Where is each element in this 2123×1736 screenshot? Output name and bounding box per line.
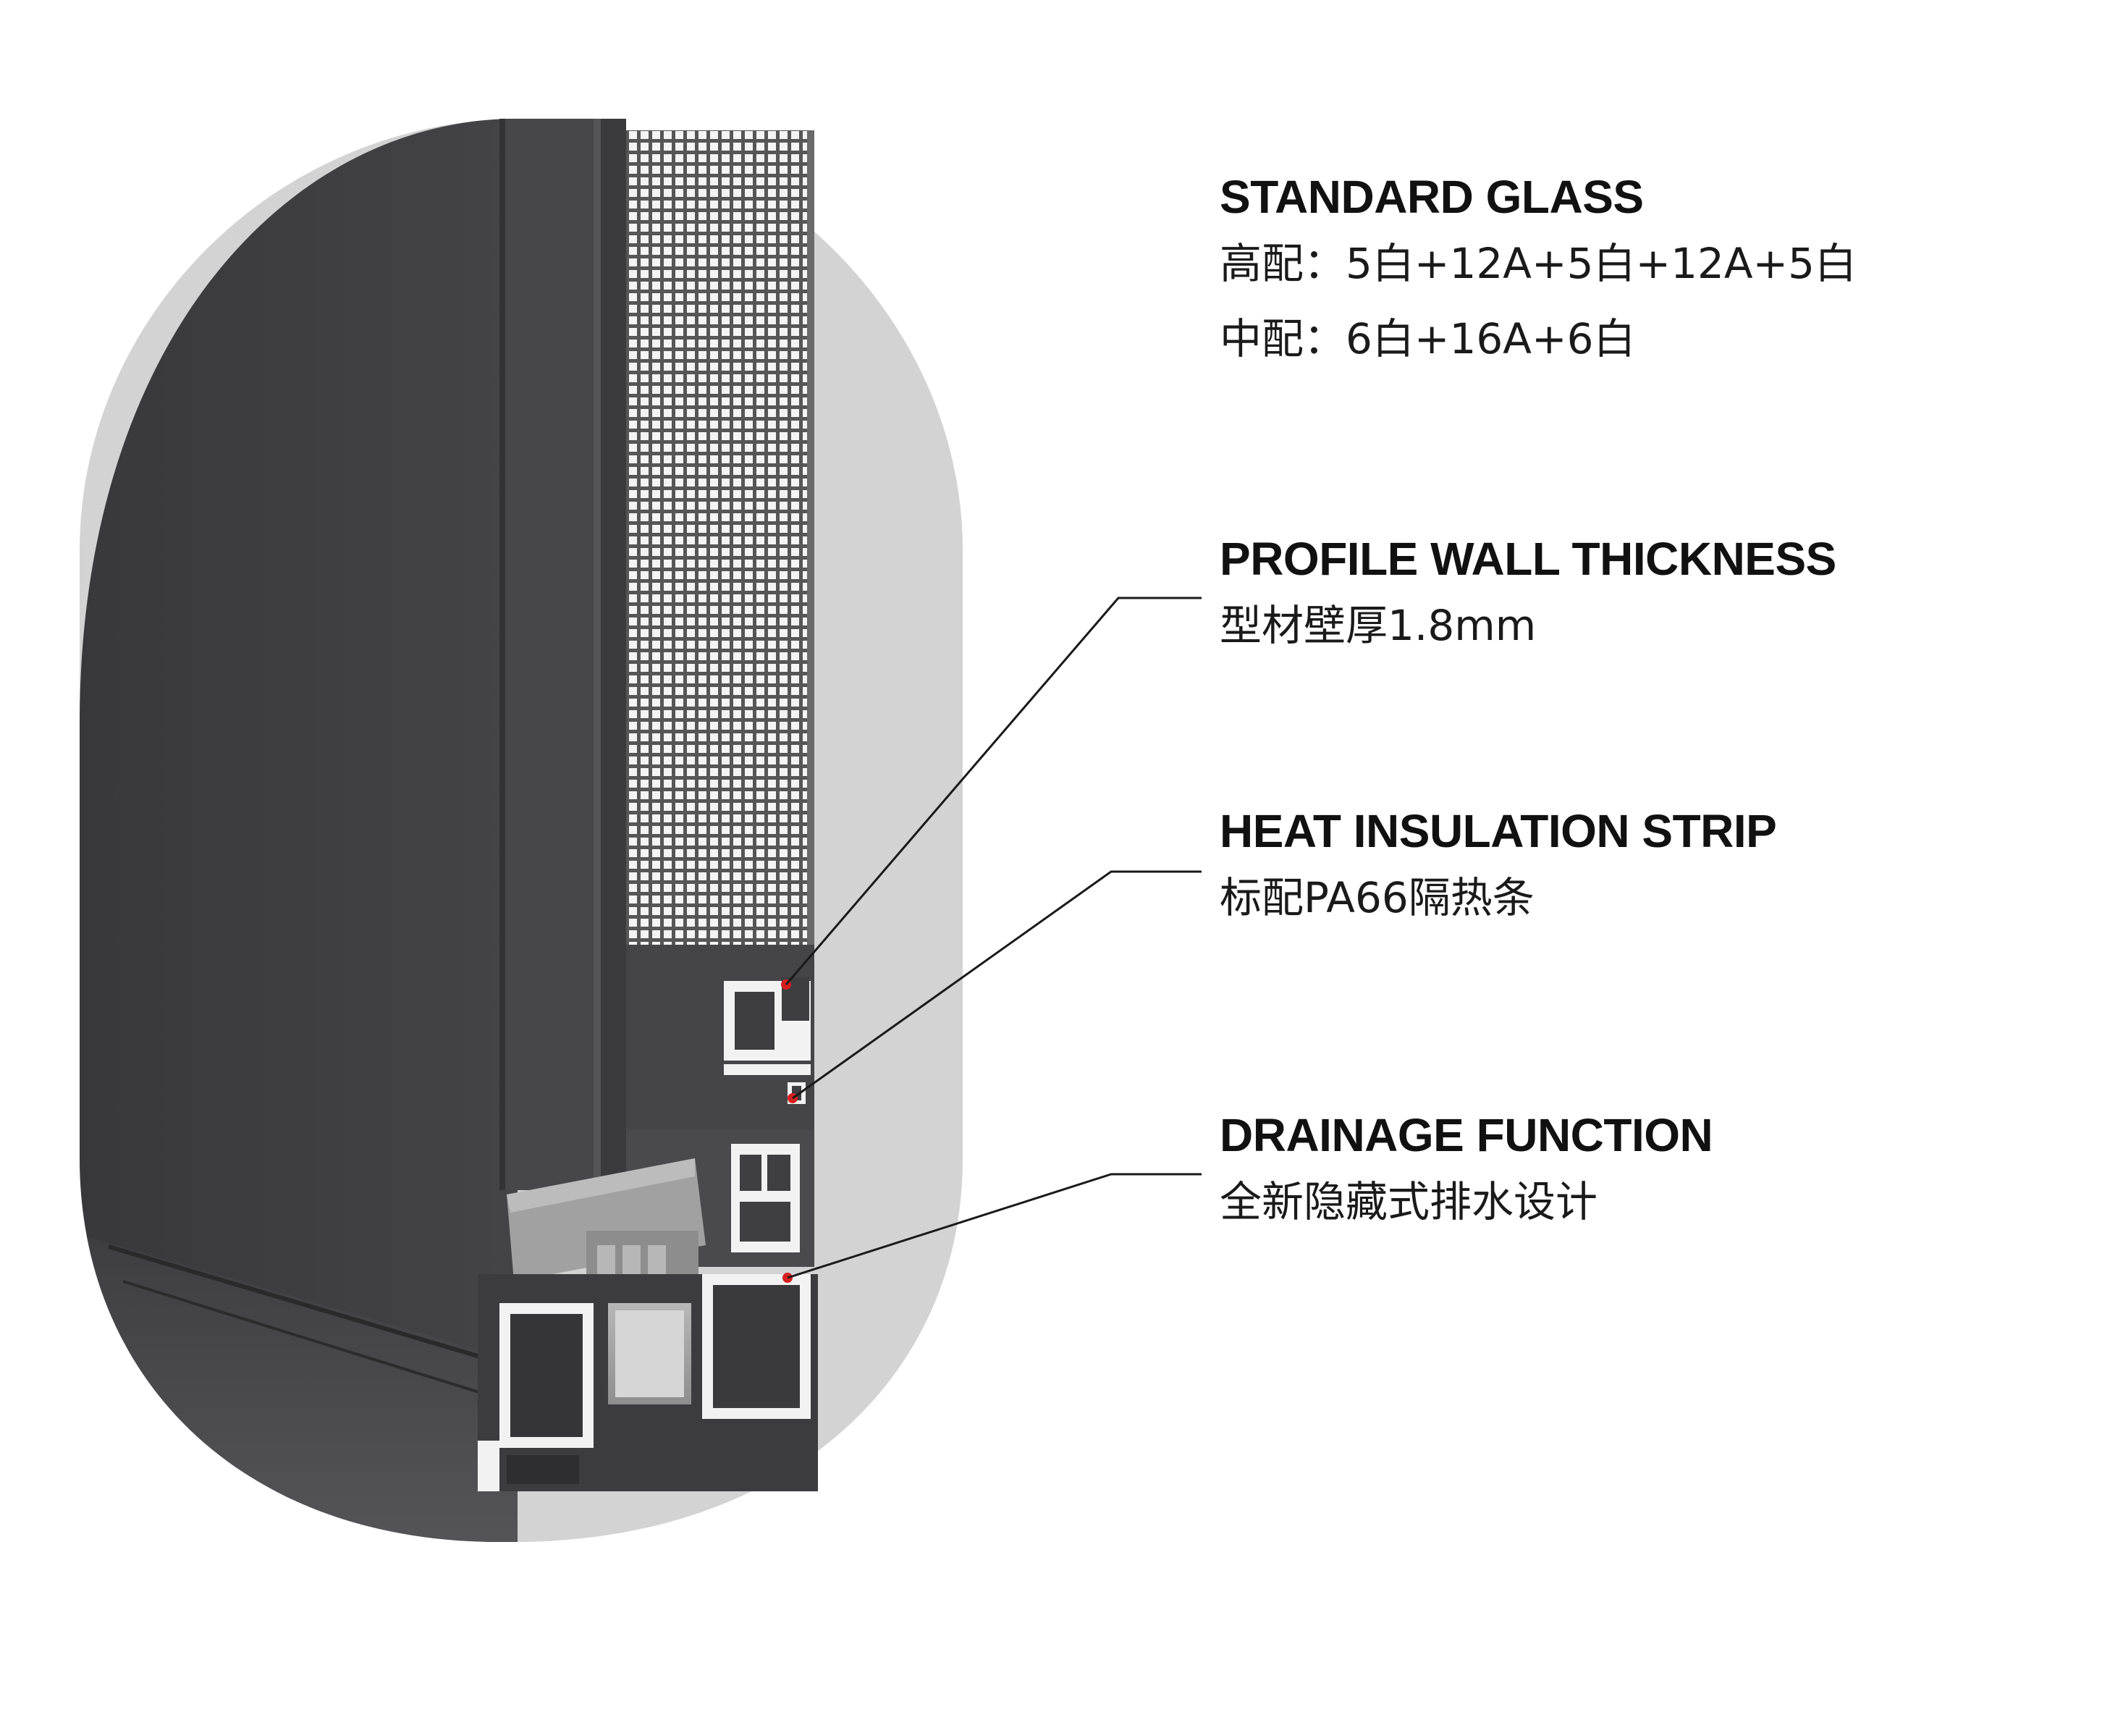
callout-detail-mid: 中配：6白+16A+6白 <box>1220 314 1636 363</box>
callout-profile-wall-thickness: PROFILE WALL THICKNESS 型材壁厚1.8mm <box>1220 530 2088 663</box>
callout-title: HEAT INSULATION STRIP <box>1220 805 1777 857</box>
sill-edge <box>108 1244 507 1367</box>
sill-lower-edge <box>122 1280 507 1402</box>
callout-detail: 标配PA66隔热条 <box>1220 873 1535 922</box>
callout-heat-insulation-strip: HEAT INSULATION STRIP 标配PA66隔热条 <box>1220 802 2088 935</box>
callout-detail: 全新隐藏式排水设计 <box>1220 1177 1598 1226</box>
insulation-strip <box>507 1158 706 1318</box>
callout-detail-high: 高配：5白+12A+5白+12A+5白 <box>1220 239 1857 288</box>
callout-drainage-function: DRAINAGE FUNCTION 全新隐藏式排水设计 <box>1220 1106 2088 1239</box>
frame-column-inner <box>601 119 626 1190</box>
callout-title: STANDARD GLASS <box>1220 171 1644 223</box>
leader-drainage <box>787 1173 1202 1279</box>
frame-column-edge <box>499 119 505 1190</box>
leader-heat-strip <box>792 870 1202 1100</box>
callout-standard-glass: STANDARD GLASS 高配：5白+12A+5白+12A+5白 中配：6白… <box>1220 168 2088 376</box>
callout-title: DRAINAGE FUNCTION <box>1220 1109 1713 1161</box>
callout-title: PROFILE WALL THICKNESS <box>1220 533 1836 585</box>
glass-edge <box>807 130 814 948</box>
frame-column-highlight <box>594 119 601 1190</box>
callout-detail: 型材壁厚1.8mm <box>1220 601 1537 650</box>
leader-wall-thickness <box>785 597 1202 985</box>
screen-mesh <box>626 130 807 948</box>
upper-profile <box>626 945 814 1133</box>
lower-profile <box>478 1274 818 1491</box>
